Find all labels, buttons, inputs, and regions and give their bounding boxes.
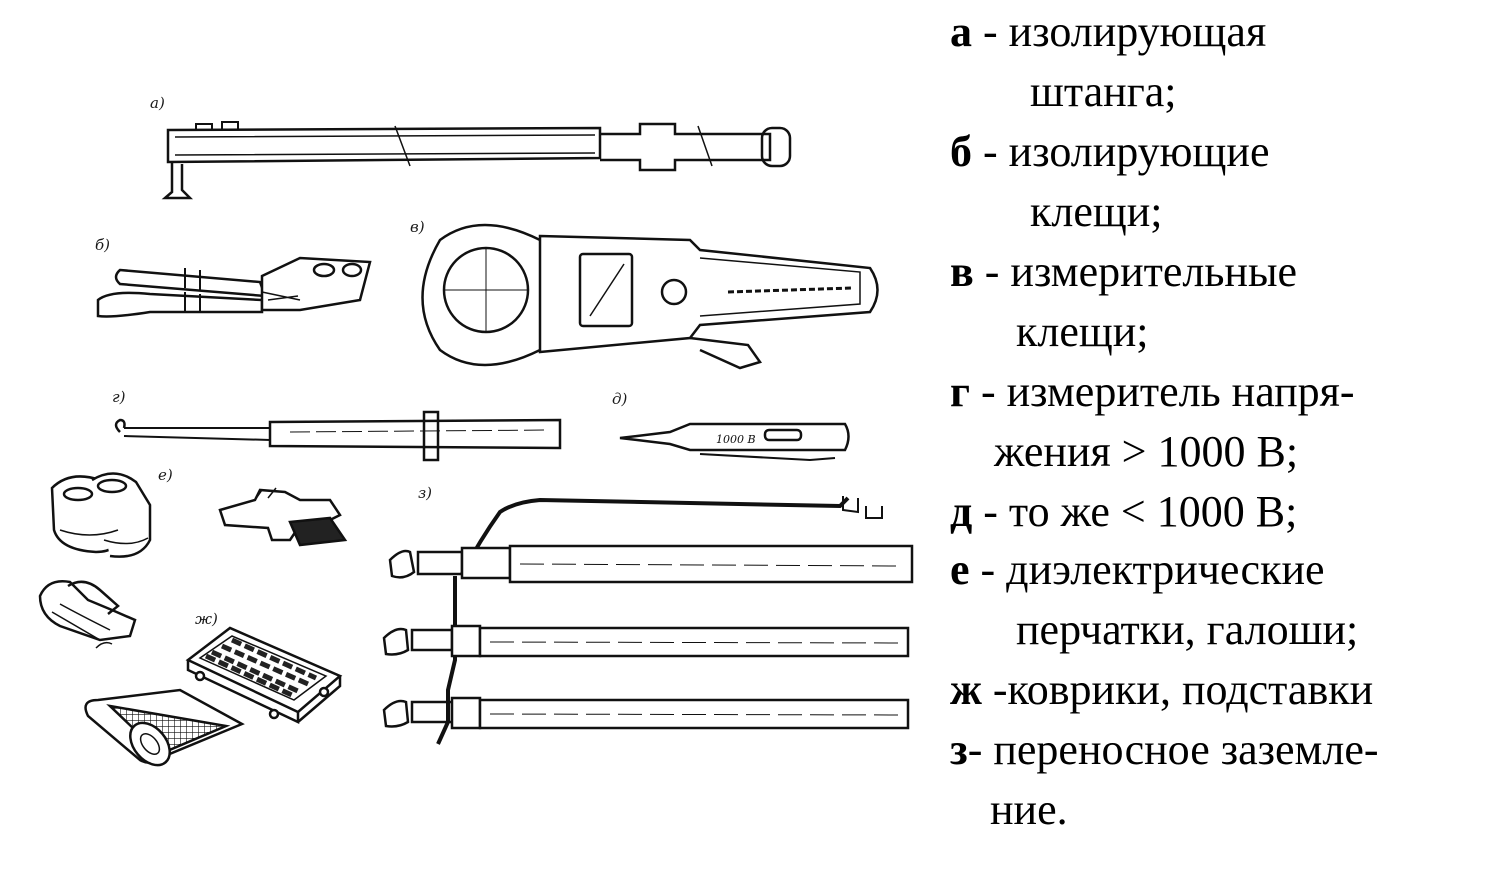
clamp-meter: в): [410, 218, 879, 370]
legend-line-z-cont: ние.: [990, 785, 1068, 834]
legend-line-v: в - измерительные: [950, 247, 1298, 296]
legend-line-b-cont: клещи;: [1030, 187, 1163, 236]
label-v: в): [410, 218, 425, 236]
label-d: д): [612, 390, 628, 408]
dielectric-boots-gloves-galoshes: е): [38, 466, 348, 649]
protective-equipment-illustration: а) б) в): [38, 94, 914, 767]
legend-line-d: д - то же < 1000 В;: [950, 487, 1298, 536]
insulating-rod: а): [150, 94, 792, 200]
grounding-rod-2: [382, 624, 910, 658]
insulating-pliers: б): [95, 236, 372, 318]
legend-line-v-cont: клещи;: [1016, 307, 1149, 356]
label-e: е): [158, 466, 173, 484]
legend-line-z: з- переносное заземле-: [950, 725, 1379, 774]
label-g: г): [112, 388, 126, 406]
label-a: а): [150, 94, 165, 112]
portable-grounding: з): [382, 484, 914, 745]
label-z: з): [418, 484, 432, 502]
grounding-rod-3: [382, 696, 910, 730]
voltage-indicator-low: д) 1000 В: [612, 390, 850, 462]
legend-line-b: б - изолирующие: [950, 127, 1270, 176]
legend-line-zh: ж -коврики, подставки: [950, 665, 1374, 714]
meter-scale-label: 1000 В: [716, 433, 756, 446]
label-b: б): [95, 236, 110, 254]
legend-line-g: г - измеритель напря-: [950, 367, 1355, 416]
grounding-rod-1: [388, 544, 914, 584]
legend-line-a-cont: штанга;: [1030, 67, 1177, 116]
legend: а - изолирующая штанга; б - изолирующие …: [946, 0, 1486, 893]
legend-line-a: а - изолирующая: [950, 7, 1267, 56]
mats-and-stands: ж): [84, 610, 343, 767]
voltage-indicator-high: г): [112, 388, 562, 462]
label-zh: ж): [195, 610, 218, 628]
legend-line-e-cont: перчатки, галоши;: [1016, 605, 1359, 654]
legend-line-g-cont: жения > 1000 В;: [994, 427, 1299, 476]
legend-line-e: е - диэлектрические: [950, 545, 1325, 594]
